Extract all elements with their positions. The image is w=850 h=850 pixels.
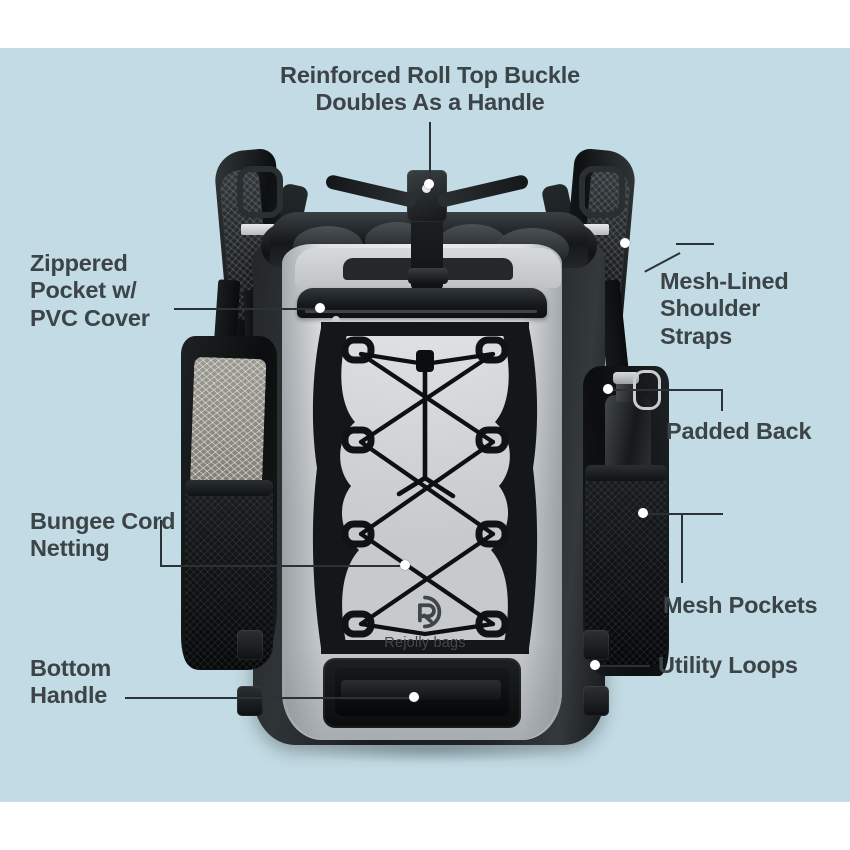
- callout-label-bungee-cord-netting: Bungee Cord Netting: [30, 508, 176, 562]
- callout-label-mesh-pockets: Mesh Pockets: [663, 592, 818, 618]
- handle-wing-right: [436, 173, 530, 209]
- bungee-panel-top: [321, 322, 529, 336]
- shoulder-strap-right-loop: [579, 166, 625, 218]
- callout-label-padded-back: Padded Back: [666, 418, 812, 444]
- utility-loop-right-upper: [583, 630, 609, 660]
- mesh-pocket-right-band: [585, 465, 667, 481]
- leader-line-roll-top-buckle: [429, 122, 431, 184]
- leader-line-shoulder-straps: [676, 243, 714, 245]
- zippered-pocket-pvc-cover: [297, 288, 547, 318]
- callout-dot-zippered-pocket: [315, 303, 325, 313]
- shoulder-strap-left-reflective-tag: [241, 224, 275, 235]
- callout-label-bottom-handle: Bottom Handle: [30, 655, 112, 709]
- leader-line-bungee-vertical: [160, 520, 162, 566]
- callout-label-utility-loops: Utility Loops: [658, 652, 798, 678]
- callout-dot-mesh-pockets: [638, 508, 648, 518]
- callout-dot-mesh-lined-shoulder-straps: [620, 238, 630, 248]
- leader-line-mesh-pockets-vertical: [681, 513, 683, 583]
- callout-label-mesh-lined-shoulder-straps: Mesh-Lined Shoulder Straps: [660, 268, 789, 349]
- brand-name-text: Rejolly bags: [384, 635, 466, 651]
- rejolly-r-mark-icon: [418, 595, 442, 629]
- utility-loop-left-upper: [237, 630, 263, 660]
- leader-line-bungee-horizontal: [160, 565, 405, 567]
- backpack-illustration: Rejolly bags: [175, 140, 675, 780]
- bungee-panel-right: [491, 328, 538, 648]
- callout-label-zippered-pocket: Zippered Pocket w/ PVC Cover: [30, 250, 150, 331]
- bungee-panel-left: [312, 328, 359, 648]
- water-bottle-cap: [613, 372, 639, 384]
- bottom-handle-webbing: [341, 680, 501, 700]
- bungee-d-rings: [341, 336, 509, 638]
- callout-dot-bottom-handle: [409, 692, 419, 702]
- callout-dot-roll-top-buckle: [424, 179, 434, 189]
- leader-line-bottom-handle: [125, 697, 415, 699]
- mesh-pocket-left-band: [185, 480, 273, 496]
- shoulder-strap-left-loop: [237, 166, 283, 218]
- handle-wing-left: [324, 173, 418, 209]
- leader-line-mesh-pockets: [643, 513, 723, 515]
- leader-line-utility-loops: [595, 665, 650, 667]
- callout-dot-padded-back: [603, 384, 613, 394]
- bungee-panel-bottom: [321, 640, 529, 654]
- shoulder-strap-right-reflective-tag: [575, 224, 609, 235]
- cord-lock-toggle: [416, 350, 434, 372]
- brand-logo: Rejolly bags: [360, 595, 490, 651]
- leader-line-zippered-pocket: [174, 308, 320, 310]
- callout-label-roll-top-buckle: Reinforced Roll Top Buckle Doubles As a …: [280, 62, 580, 116]
- leader-line-padded-back-vertical: [721, 389, 723, 411]
- bungee-cord-netting-assembly: [312, 322, 538, 654]
- utility-loop-left-lower: [237, 686, 263, 716]
- roll-top-buckle-clip: [408, 268, 448, 284]
- callout-dot-bungee-cord-netting: [400, 560, 410, 570]
- mesh-pocket-left-mesh-top: [189, 356, 267, 500]
- utility-loop-right-lower: [583, 686, 609, 716]
- leader-line-padded-back: [612, 389, 722, 391]
- zipper-track: [305, 310, 537, 313]
- callout-dot-utility-loops: [590, 660, 600, 670]
- bungee-tensioner-cord: [396, 361, 456, 499]
